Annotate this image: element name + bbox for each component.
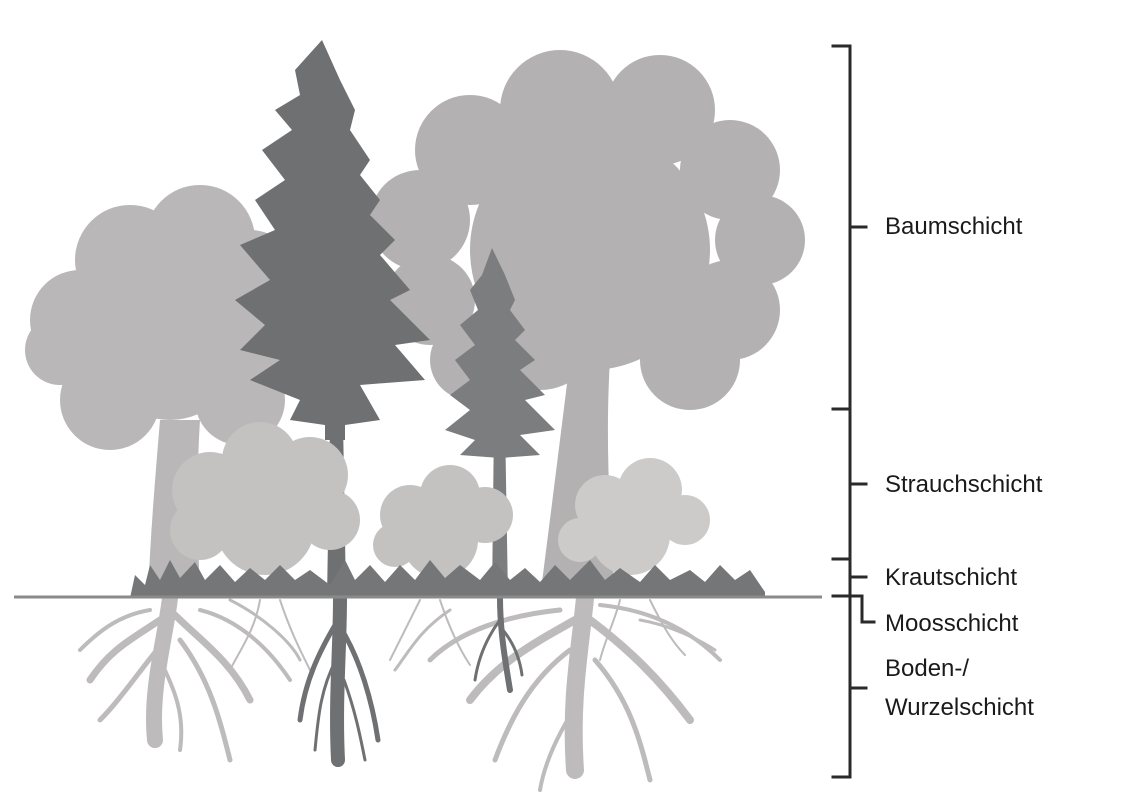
shrub-middle [373, 465, 513, 578]
layer-labels: Baumschicht Strauchschicht Krautschicht … [885, 213, 1043, 721]
bracket-boden [831, 594, 868, 779]
bracket-strauch [831, 407, 868, 561]
roots-dark [297, 591, 524, 767]
label-boden-line1: Boden-/ [885, 655, 969, 682]
herb-layer [130, 560, 765, 598]
label-strauchschicht: Strauchschicht [885, 471, 1043, 498]
bracket-baum [831, 44, 868, 411]
bracket-kraut [831, 557, 868, 598]
label-baumschicht: Baumschicht [885, 213, 1023, 240]
deciduous-tree-left [25, 185, 315, 598]
bracket-moos [848, 594, 876, 624]
layer-brackets [831, 44, 876, 779]
label-boden-line2: Wurzelschicht [885, 694, 1034, 721]
shrub-right [558, 458, 710, 575]
label-krautschicht: Krautschicht [885, 564, 1017, 591]
shrub-left [170, 422, 360, 575]
roots-light [78, 589, 722, 792]
label-moosschicht: Moosschicht [885, 610, 1019, 637]
